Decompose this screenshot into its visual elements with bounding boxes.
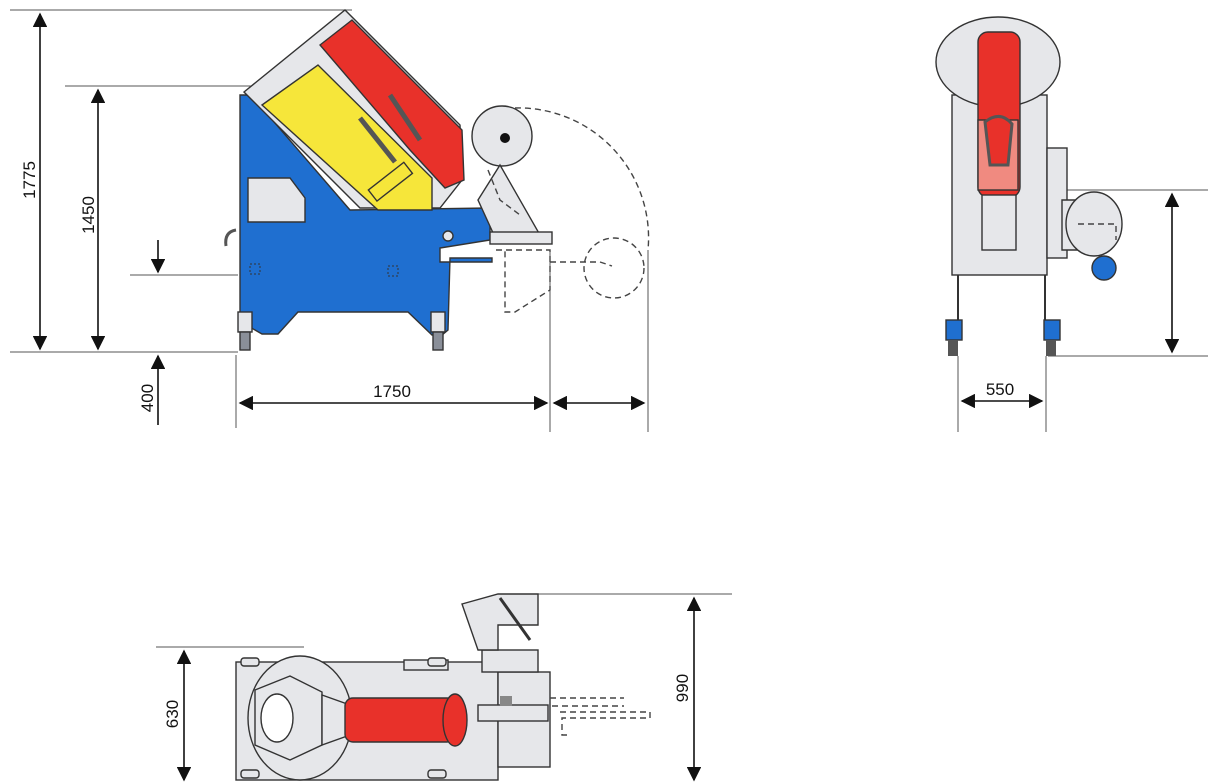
top-wheel-3 (240, 769, 260, 779)
dim-label-base-height: 400 (138, 384, 157, 412)
top-tray (477, 704, 549, 722)
swing-arc (514, 107, 650, 251)
top-arm (461, 593, 539, 651)
top-view: 630 990 (156, 593, 732, 782)
foot-right-post (432, 331, 444, 351)
hopper-rod-red (387, 93, 423, 142)
front-clamp (983, 115, 1014, 167)
reel-hub (500, 133, 510, 143)
top-red-tube (344, 697, 456, 743)
top-red-tube-end (442, 693, 468, 747)
body-marking-left (249, 263, 261, 275)
dim-label-front-width: 550 (986, 380, 1014, 399)
dim-label-total-height: 1775 (20, 161, 39, 199)
side-handle (224, 228, 237, 247)
foot-left (237, 311, 253, 333)
front-foot-left-post (948, 340, 958, 356)
front-foot-left (945, 319, 963, 341)
front-panel (981, 194, 1017, 251)
reel-alt-position (583, 237, 645, 299)
bracket-alt-position (496, 249, 551, 313)
top-wheel-4 (427, 769, 447, 779)
reel-base (489, 231, 553, 245)
top-upper-box (481, 649, 539, 673)
arm-alt-position (550, 261, 613, 267)
front-foot-right (1043, 319, 1061, 341)
arm-dashed (487, 169, 521, 216)
side-view: 1775 1450 400 1750 (10, 9, 650, 432)
top-hex-hole (260, 693, 294, 743)
body-window (247, 177, 306, 223)
dim-label-length: 1750 (373, 382, 411, 401)
dim-label-top-right: 990 (673, 674, 692, 702)
top-wheel-2 (427, 657, 447, 667)
front-blue-knob (1091, 255, 1117, 281)
foot-left-post (239, 331, 251, 351)
front-foot-right-post (1046, 340, 1056, 356)
body-marking-right (387, 265, 399, 277)
body-knob (442, 230, 454, 242)
top-arm-rod (498, 597, 532, 641)
front-reel-dash (1078, 223, 1117, 240)
top-dashed-extension (550, 697, 651, 736)
top-wheel-1 (240, 657, 260, 667)
hopper-rod-yellow (358, 116, 397, 164)
dim-label-hopper-height: 1450 (79, 196, 98, 234)
top-bracket (403, 659, 449, 671)
front-view: 550 (935, 16, 1208, 432)
hopper-red (318, 19, 465, 189)
top-small-part (500, 696, 512, 706)
foot-right (430, 311, 446, 333)
dim-label-top-left: 630 (163, 700, 182, 728)
hopper-clamp (367, 161, 414, 203)
